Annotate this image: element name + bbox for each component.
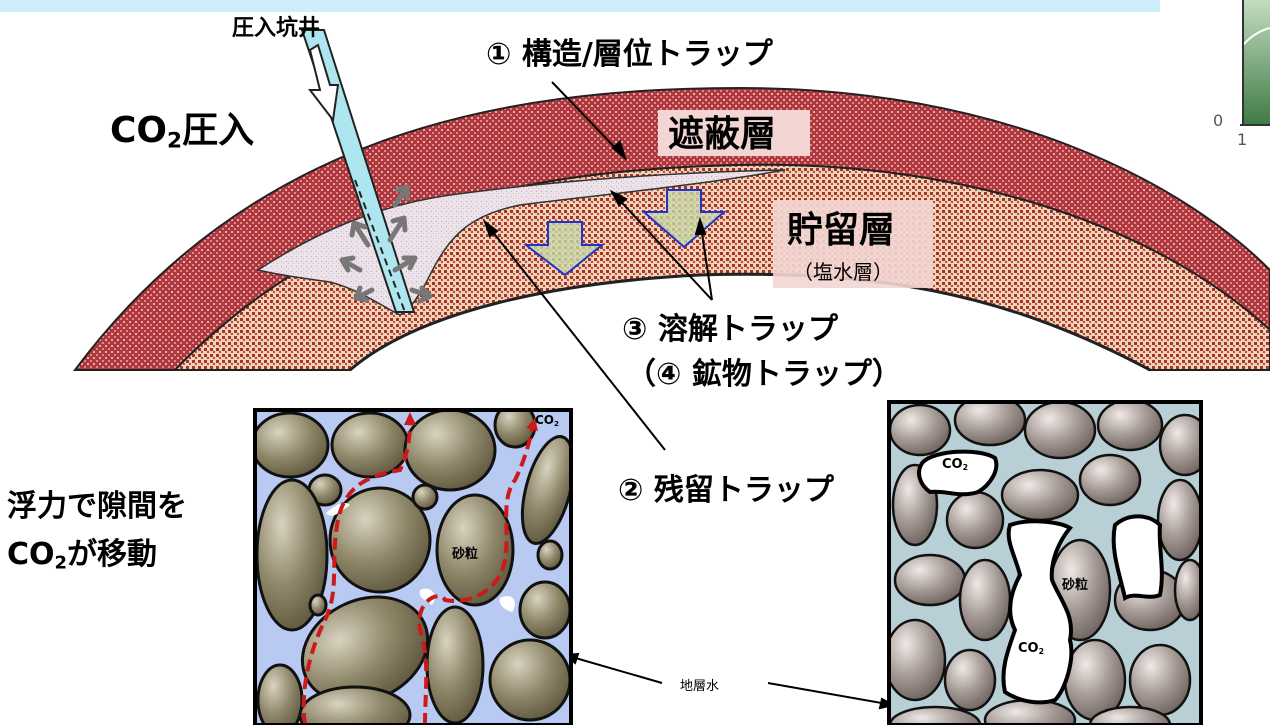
co2-label-right-1: CO2: [942, 457, 969, 472]
base-line: [349, 272, 1151, 372]
sand-grain: [425, 605, 485, 725]
structural-trap-label: ① 構造/層位トラップ: [486, 37, 773, 72]
injection-well: [300, 29, 416, 313]
sand-grain: [308, 593, 328, 617]
sand-grain: [1096, 402, 1164, 452]
co2-label-right-2: CO2: [1018, 641, 1045, 656]
sand-grain: [488, 638, 571, 722]
sand-grain: [1023, 402, 1097, 460]
co2-label-left: CO2: [535, 413, 560, 428]
inset-tick-zero: 0: [1213, 111, 1224, 130]
sand-grain-label-right: 砂粒: [1062, 578, 1089, 593]
sand-grain: [518, 580, 571, 640]
sand-grain: [1088, 705, 1172, 725]
sand-grain: [1128, 643, 1192, 717]
inset-chart-fragment: [1240, 0, 1270, 126]
sand-grain: [1158, 413, 1201, 477]
co2-spread-arrows: [339, 184, 433, 304]
sand-grain: [943, 648, 997, 712]
mineral-trap-label: （④ 鉱物トラップ）: [626, 357, 902, 392]
dissolution-trap-label: ③ 溶解トラップ: [622, 312, 838, 347]
sand-grain: [403, 410, 497, 492]
sand-grain: [1156, 478, 1201, 562]
sand-grain: [256, 663, 304, 725]
sand-grain: [958, 558, 1012, 642]
reservoir-label: 貯留層: [787, 210, 896, 251]
inset-tick-one: 1: [1237, 130, 1248, 149]
sand-grain: [411, 483, 439, 511]
sand-grain: [1173, 558, 1201, 622]
sand-grain: [435, 493, 515, 607]
injection-well-label: 圧入坑井: [232, 16, 321, 41]
sand-grain: [298, 685, 412, 725]
sand-grain: [889, 705, 982, 725]
sand-grain: [945, 490, 1005, 550]
sand-grain: [330, 411, 410, 479]
sand-grain: [1000, 468, 1080, 522]
sand-grain: [889, 403, 952, 457]
residual-trap-label: ② 残留トラップ: [618, 473, 834, 508]
sand-grain: [536, 539, 564, 571]
sand-grain: [328, 486, 432, 594]
top-band: [0, 0, 1160, 12]
reservoir-sub-label: （塩水層）: [793, 260, 893, 284]
sand-grain: [255, 411, 330, 479]
sand-grain-label-left: 砂粒: [452, 547, 479, 562]
sand-grain: [953, 402, 1027, 447]
buoyancy-label-line1: 浮力で隙間を: [7, 489, 187, 524]
buoyancy-label-line2: CO2が移動: [7, 537, 158, 574]
sand-grain: [893, 553, 967, 607]
sand-grain: [1078, 453, 1142, 507]
callout-arrows: [482, 81, 896, 710]
reservoir-label-bg: [773, 200, 933, 288]
co2-migration-path: [301, 417, 535, 725]
left-pore-box: [253, 408, 573, 725]
co2-injection-label: CO2圧入: [110, 110, 255, 154]
co2-pockets: [917, 449, 1164, 705]
sand-grain: [889, 618, 947, 702]
right-pore-box: [887, 400, 1203, 725]
cap-rock-label-bg: [658, 110, 810, 156]
cap-rock-label: 遮蔽層: [668, 114, 777, 155]
formation-water-label: 地層水: [680, 679, 720, 694]
